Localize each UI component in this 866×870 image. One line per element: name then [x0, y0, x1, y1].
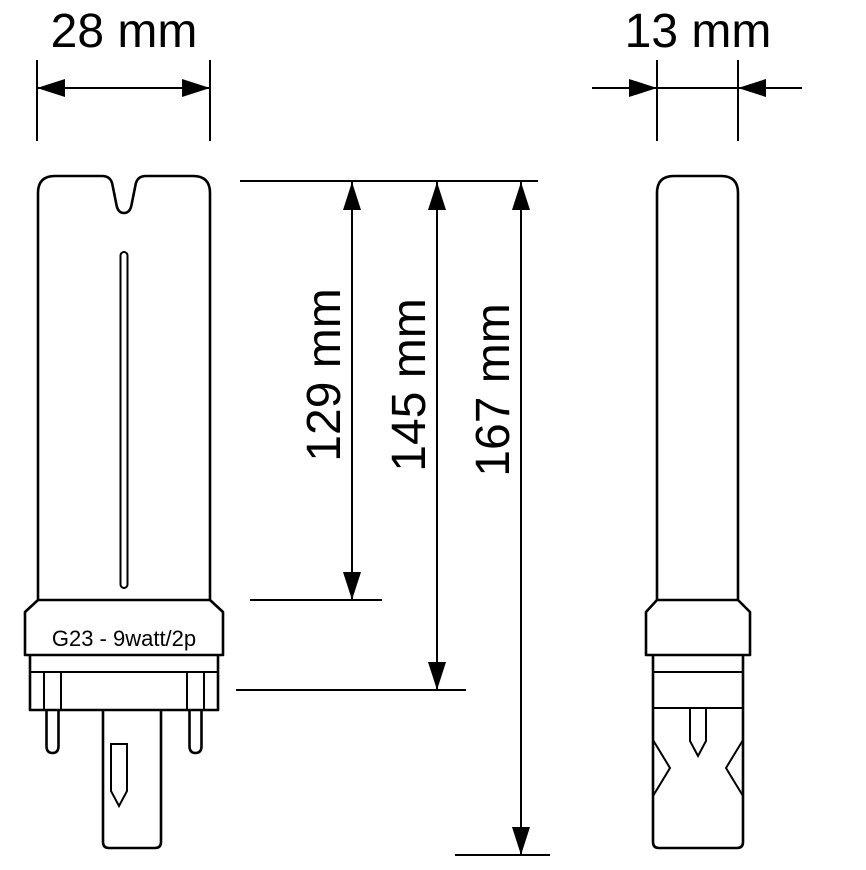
side-snap-notch-right	[724, 739, 744, 797]
front-base-body	[28, 655, 220, 712]
lamp-side-view	[644, 174, 752, 850]
front-width-arrow-right	[182, 79, 210, 97]
side-base-collar	[644, 599, 752, 657]
front-pin-left	[45, 710, 60, 755]
tube-length-label: 129 mm	[298, 288, 351, 461]
front-width-label: 28 mm	[51, 5, 198, 58]
tube-length-dimension: 129 mm	[250, 182, 382, 601]
front-base-stem	[101, 710, 163, 850]
front-width-dimension: 28 mm	[36, 5, 211, 141]
tube-length-arrow-top	[343, 182, 361, 210]
total-length-dimension: 167 mm	[455, 182, 550, 856]
front-base-collar	[23, 599, 225, 657]
front-width-arrow-left	[37, 79, 65, 97]
total-length-arrow-bottom	[512, 827, 530, 855]
side-width-dimension: 13 mm	[592, 5, 802, 141]
total-length-label: 167 mm	[467, 303, 520, 476]
side-width-label: 13 mm	[625, 5, 772, 58]
tube-length-arrow-bottom	[343, 572, 361, 600]
base-length-dimension: 145 mm	[236, 182, 466, 691]
side-snap-notch-left	[652, 739, 672, 797]
front-stem-locking-tab	[110, 743, 128, 809]
side-tube-outline	[655, 174, 740, 602]
base-length-arrow-top	[428, 182, 446, 210]
side-width-arrow-right	[738, 79, 766, 97]
lamp-front-view: G23 - 9watt/2p	[23, 174, 225, 850]
side-locking-tab	[689, 708, 707, 759]
front-tube-center-slot	[119, 251, 129, 589]
base-length-label: 145 mm	[383, 298, 436, 471]
total-length-arrow-top	[512, 182, 530, 210]
base-length-arrow-bottom	[428, 662, 446, 690]
side-base-body	[651, 655, 745, 850]
front-pin-right	[188, 710, 203, 755]
lamp-model-label: G23 - 9watt/2p	[52, 626, 196, 651]
length-dimensions: 129 mm 145 mm 167 mm	[236, 180, 550, 856]
front-pin-holder-left	[43, 672, 62, 710]
side-width-arrow-left	[629, 79, 657, 97]
front-tube-outline	[36, 174, 212, 602]
front-pin-holder-right	[186, 672, 205, 710]
